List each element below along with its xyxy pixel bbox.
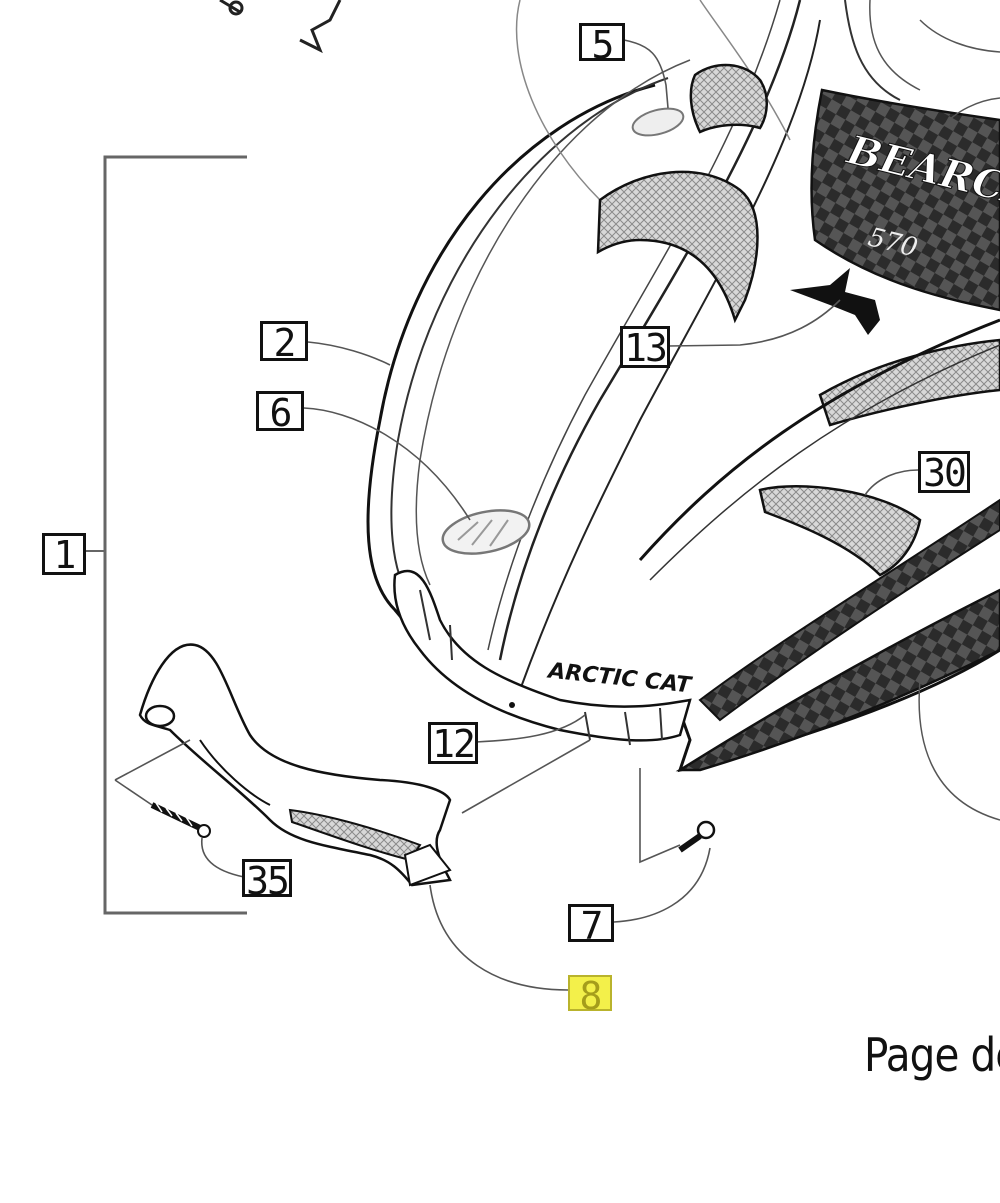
callout-30[interactable]: 30 bbox=[918, 451, 970, 493]
callout-13[interactable]: 13 bbox=[620, 326, 670, 368]
side-deflector bbox=[138, 643, 452, 887]
callout-7[interactable]: 7 bbox=[568, 904, 614, 945]
callout-2[interactable]: 2 bbox=[260, 321, 308, 362]
cat-logo bbox=[790, 268, 880, 335]
assembly-bracket bbox=[103, 155, 247, 915]
callout-8[interactable]: 8 bbox=[568, 975, 612, 1015]
emblem-5 bbox=[631, 107, 685, 137]
lower-decal bbox=[675, 588, 1000, 772]
vent-top bbox=[689, 63, 768, 134]
callout-5[interactable]: 5 bbox=[579, 23, 625, 64]
page-footer-text: Page de bbox=[864, 1028, 1000, 1082]
vent-far-right bbox=[818, 338, 1000, 427]
callout-6[interactable]: 6 bbox=[256, 391, 304, 432]
side-decal bbox=[810, 88, 1000, 312]
vent-left bbox=[596, 170, 759, 324]
bracket-fragment bbox=[219, 0, 342, 54]
callout-35[interactable]: 35 bbox=[242, 859, 292, 900]
callout-12[interactable]: 12 bbox=[428, 722, 478, 764]
leader-lines bbox=[114, 39, 919, 991]
vent-right bbox=[758, 485, 922, 577]
callout-1[interactable]: 1 bbox=[42, 533, 86, 575]
